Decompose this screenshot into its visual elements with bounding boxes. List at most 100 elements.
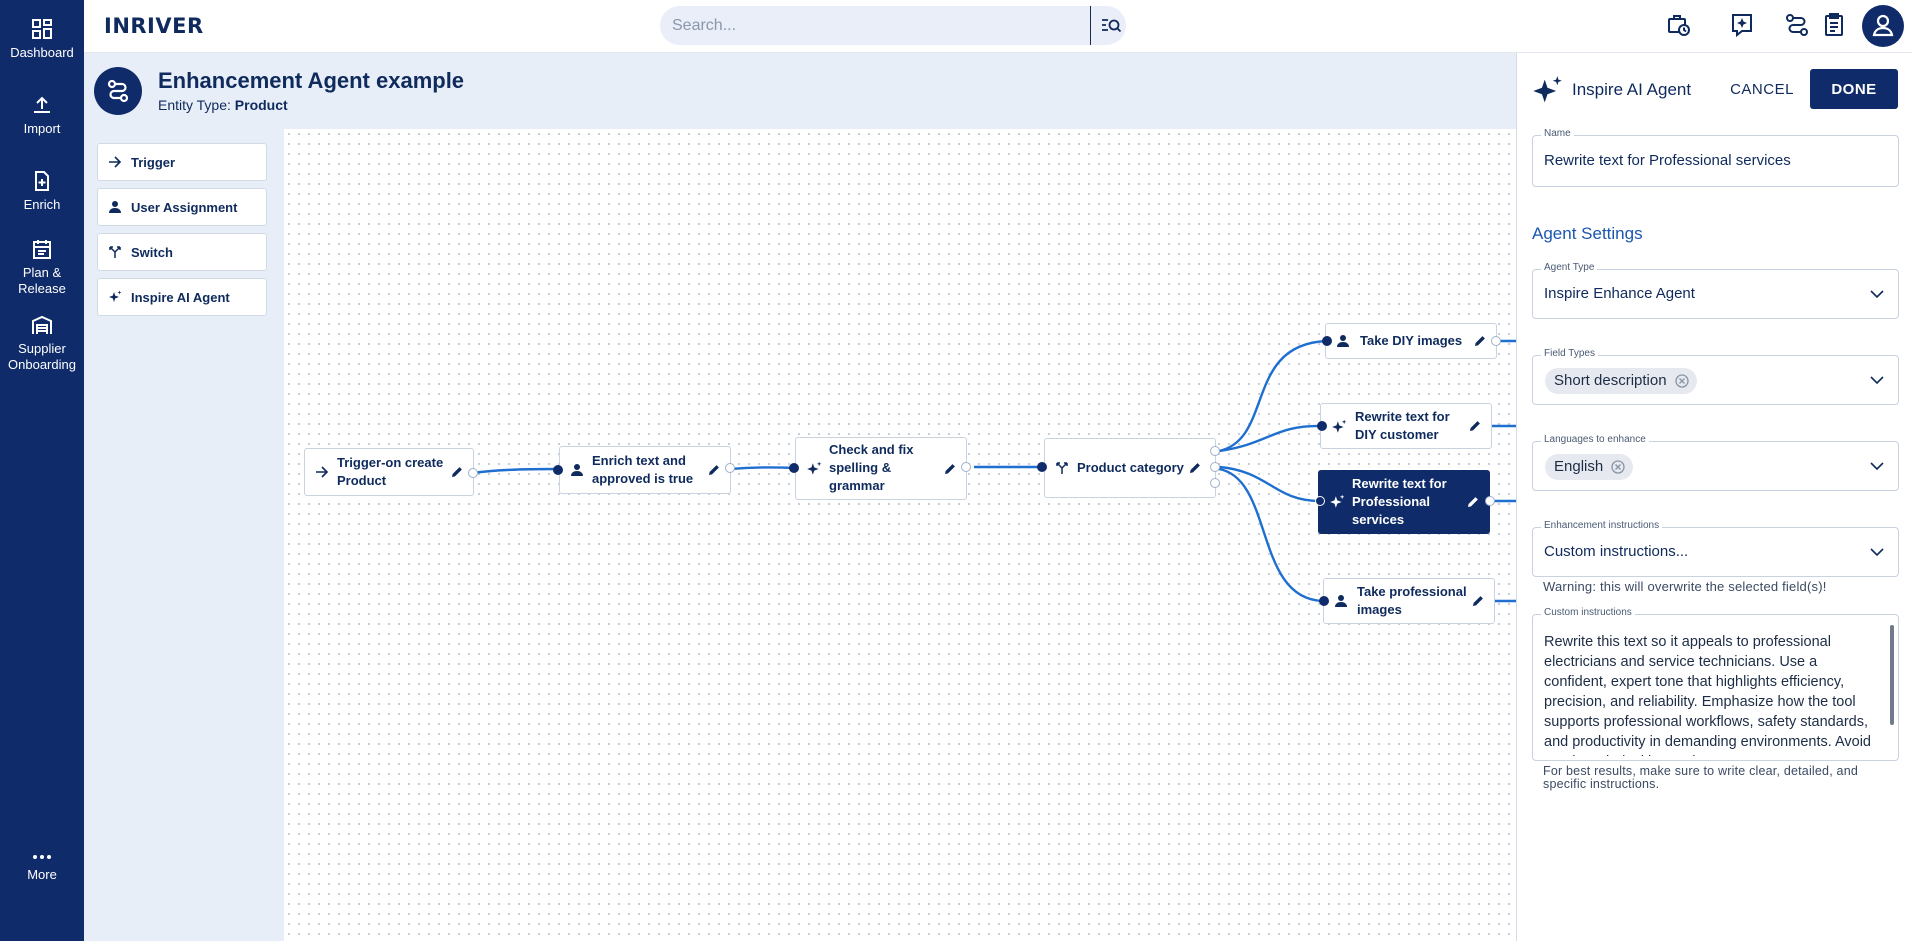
palette-trigger-label: Trigger — [131, 155, 176, 170]
sparkle-icon — [807, 461, 822, 475]
port-enrich-out[interactable] — [725, 463, 735, 473]
sparkle-icon — [1533, 76, 1562, 103]
enhancement-instructions-label: Enhancement instructions — [1541, 520, 1663, 531]
node-check-spelling[interactable]: Check and fix spelling & grammar — [795, 437, 967, 500]
arrow-right-icon — [316, 466, 329, 478]
nav-label-dashboard: Dashboard — [10, 45, 74, 60]
palette-user-assignment[interactable]: User Assignment — [97, 188, 267, 226]
node-rewrite-diy[interactable]: Rewrite text for DIY customer — [1320, 403, 1492, 449]
app-logo[interactable]: INRIVER — [104, 14, 204, 38]
nav-label-enrich: Enrich — [23, 197, 61, 212]
port-diy-images-out[interactable] — [1491, 336, 1501, 346]
name-field-label: Name — [1541, 128, 1574, 139]
port-enrich-in[interactable] — [553, 465, 563, 475]
port-category-in[interactable] — [1037, 462, 1047, 472]
node-pro-images-line2: images — [1357, 602, 1402, 617]
languages-select[interactable]: Languages to enhance English — [1532, 434, 1899, 491]
name-field-value[interactable]: Rewrite text for Professional services — [1544, 152, 1791, 169]
nav-item-enrich[interactable]: Enrich — [0, 170, 84, 213]
palette-trigger[interactable]: Trigger — [97, 143, 267, 181]
search-input[interactable] — [672, 6, 1082, 45]
node-palette: Trigger User Assignment Switch Inspire A… — [84, 129, 284, 941]
node-product-category[interactable]: Product category — [1044, 438, 1216, 498]
sparkle-icon — [1332, 419, 1347, 433]
edit-pencil-icon[interactable] — [1474, 335, 1486, 347]
edit-pencil-icon[interactable] — [1189, 462, 1201, 474]
briefcase-clock-icon[interactable] — [1666, 12, 1692, 38]
enhancement-instructions-select[interactable]: Enhancement instructions Custom instruct… — [1532, 520, 1899, 577]
edit-pencil-icon[interactable] — [1469, 420, 1481, 432]
port-pro-images-in[interactable] — [1319, 596, 1329, 606]
node-rewrite-professional[interactable]: Rewrite text for Professional services — [1318, 470, 1490, 534]
node-trigger[interactable]: Trigger-on create Product — [304, 448, 474, 496]
node-take-professional-images[interactable]: Take professional images — [1323, 578, 1495, 624]
node-enrich[interactable]: Enrich text and approved is true — [559, 446, 731, 494]
left-navigation: Dashboard Import Enrich Plan & Release S… — [0, 0, 84, 941]
cancel-button[interactable]: CANCEL — [1721, 70, 1803, 108]
custom-instructions-textarea[interactable]: Custom instructions Rewrite this text so… — [1532, 607, 1899, 761]
page-title: Enhancement Agent example — [158, 68, 465, 93]
edit-pencil-icon[interactable] — [1467, 496, 1479, 508]
node-take-diy-images[interactable]: Take DIY images — [1325, 323, 1497, 359]
language-chip-label: English — [1554, 458, 1604, 475]
palette-switch[interactable]: Switch — [97, 233, 267, 271]
remove-chip-icon[interactable] — [1674, 374, 1689, 388]
user-avatar[interactable] — [1862, 5, 1904, 47]
agent-type-select[interactable]: Agent Type Inspire Enhance Agent — [1532, 262, 1899, 319]
nav-item-more[interactable]: More — [0, 852, 84, 883]
wire-category-diyimages — [1218, 339, 1328, 453]
edit-pencil-icon[interactable] — [708, 464, 720, 476]
node-rewrite-pro-line1: Rewrite text for — [1352, 476, 1447, 491]
nav-label-onboarding: Onboarding — [8, 357, 76, 372]
textarea-scrollbar[interactable] — [1890, 625, 1894, 725]
chevron-down-icon[interactable] — [1870, 375, 1884, 385]
document-plus-icon — [35, 171, 49, 191]
chevron-down-icon[interactable] — [1870, 547, 1884, 557]
edit-pencil-icon[interactable] — [1472, 595, 1484, 607]
search-filter-icon[interactable] — [1100, 16, 1122, 36]
palette-inspire-ai-agent-label: Inspire AI Agent — [131, 290, 230, 305]
node-category-line1: Product category — [1077, 460, 1184, 475]
edit-pencil-icon[interactable] — [944, 463, 956, 475]
chevron-down-icon[interactable] — [1870, 461, 1884, 471]
port-trigger-out[interactable] — [468, 468, 478, 478]
palette-inspire-ai-agent[interactable]: Inspire AI Agent — [97, 278, 267, 316]
chevron-down-icon[interactable] — [1870, 289, 1884, 299]
workflow-icon[interactable] — [1784, 12, 1810, 38]
nav-item-dashboard[interactable]: Dashboard — [0, 18, 84, 61]
port-category-out-1[interactable] — [1210, 446, 1220, 456]
nav-item-supplier-onboarding[interactable]: Supplier Onboarding — [0, 314, 84, 373]
field-types-select[interactable]: Field Types Short description — [1532, 348, 1899, 405]
done-button[interactable]: DONE — [1810, 69, 1898, 109]
workflow-canvas[interactable]: Trigger-on create Product Enrich text an… — [284, 129, 1516, 941]
port-rewrite-diy-in[interactable] — [1317, 421, 1327, 431]
more-dots-icon — [33, 855, 51, 859]
port-check-in[interactable] — [789, 463, 799, 473]
node-rewrite-pro-line3: services — [1352, 512, 1405, 527]
port-check-out[interactable] — [961, 462, 971, 472]
port-rewrite-pro-in[interactable] — [1315, 496, 1325, 506]
remove-chip-icon[interactable] — [1611, 460, 1625, 474]
nav-label-more: More — [27, 867, 57, 882]
user-icon — [1872, 14, 1894, 37]
port-category-out-3[interactable] — [1210, 478, 1220, 488]
sparkle-box-icon[interactable] — [1729, 12, 1755, 38]
port-category-out-2[interactable] — [1210, 462, 1220, 472]
node-check-line1: Check and fix — [829, 442, 914, 457]
person-icon — [1337, 335, 1349, 347]
custom-instructions-text[interactable]: Rewrite this text so it appeals to profe… — [1544, 634, 1871, 756]
entity-type-label: Entity Type: — [158, 97, 231, 113]
search-bar — [660, 6, 1126, 45]
person-icon — [571, 464, 583, 476]
clipboard-icon[interactable] — [1821, 12, 1847, 38]
edit-pencil-icon[interactable] — [451, 466, 463, 478]
warehouse-icon — [32, 315, 52, 334]
nav-item-import[interactable]: Import — [0, 94, 84, 137]
node-rewrite-diy-line2: DIY customer — [1355, 427, 1439, 442]
top-header: INRIVER — [84, 0, 1912, 53]
nav-item-plan-release[interactable]: Plan & Release — [0, 238, 84, 297]
port-diy-images-in[interactable] — [1322, 336, 1332, 346]
agent-settings-panel: Inspire AI Agent CANCEL DONE Name Rewrit… — [1516, 53, 1912, 941]
port-rewrite-pro-out[interactable] — [1485, 496, 1495, 506]
name-field[interactable]: Name Rewrite text for Professional servi… — [1532, 128, 1899, 187]
